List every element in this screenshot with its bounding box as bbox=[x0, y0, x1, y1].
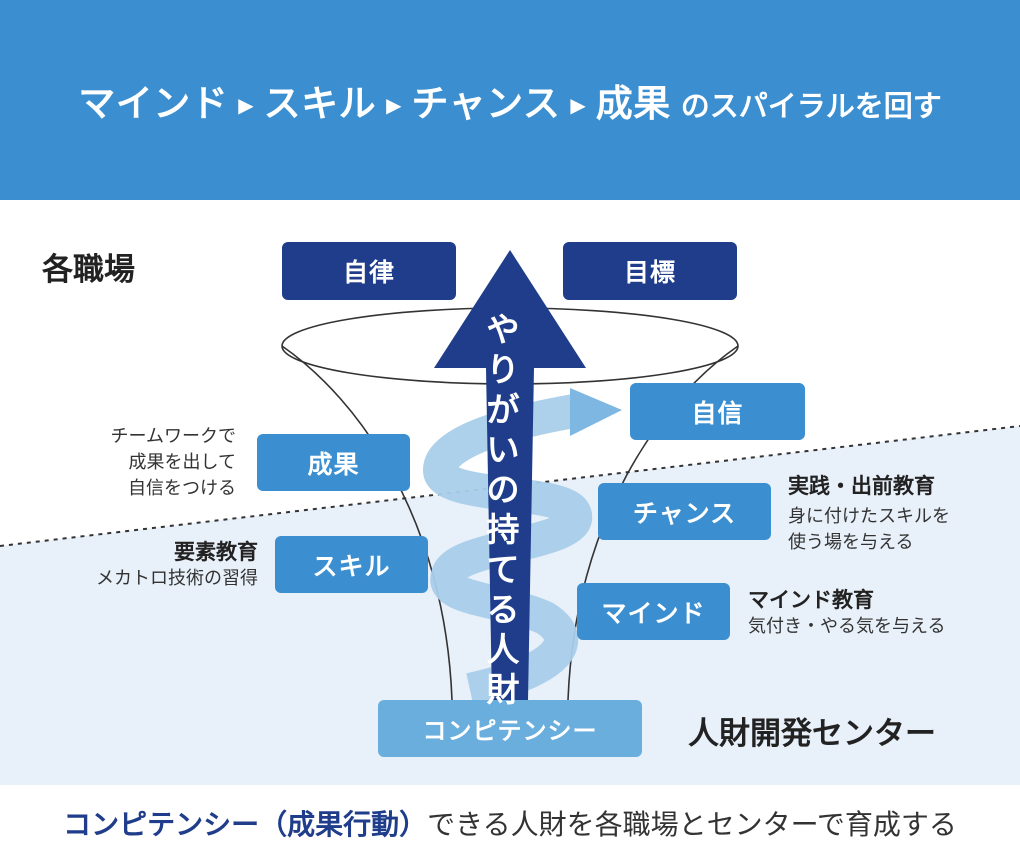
box-competency bbox=[378, 700, 642, 757]
element-education-note: 要素教育 メカトロ技術の習得 bbox=[40, 536, 258, 592]
growth-arrow bbox=[434, 250, 586, 700]
teamwork-note-line: チームワークで bbox=[110, 426, 236, 447]
step-skill: スキル bbox=[263, 82, 377, 125]
box-goal bbox=[563, 242, 737, 300]
step-separator-icon: ▶ bbox=[570, 93, 586, 117]
element-education-title: 要素教育 bbox=[174, 540, 258, 564]
workplace-zone-label: 各職場 bbox=[42, 252, 135, 288]
footer-rest: できる人財を各職場とセンターで育成する bbox=[427, 807, 957, 841]
box-result bbox=[257, 434, 410, 491]
step-result: 成果 bbox=[595, 82, 671, 125]
practice-education-body-line: 身に付けたスキルを bbox=[788, 506, 950, 527]
teamwork-note-line: 成果を出して bbox=[128, 452, 236, 473]
box-confidence bbox=[630, 383, 805, 440]
footer-caption: コンピテンシー（成果行動） できる人財を各職場とセンターで育成する bbox=[0, 785, 1020, 860]
box-chance bbox=[598, 483, 771, 540]
practice-education-body-line: 使う場を与える bbox=[788, 532, 914, 553]
step-mind: マインド bbox=[78, 82, 229, 125]
box-mind bbox=[577, 583, 730, 640]
step-separator-icon: ▶ bbox=[386, 93, 402, 117]
element-education-body: メカトロ技術の習得 bbox=[96, 568, 258, 589]
arrow-caption: やりがいの持てる人財 bbox=[486, 310, 520, 709]
header-banner: マインド ▶ スキル ▶ チャンス ▶ 成果 のスパイラルを回す bbox=[0, 0, 1020, 200]
practice-education-note: 実践・出前教育 身に付けたスキルを 使う場を与える bbox=[788, 470, 950, 556]
teamwork-note: チームワークで 成果を出して 自信をつける bbox=[60, 424, 236, 502]
step-separator-icon: ▶ bbox=[238, 93, 254, 117]
box-autonomy bbox=[282, 242, 456, 300]
mind-education-body: 気付き・やる気を与える bbox=[748, 616, 946, 637]
teamwork-note-line: 自信をつける bbox=[128, 478, 236, 499]
header-suffix: のスパイラルを回す bbox=[680, 89, 942, 123]
box-skill bbox=[275, 536, 428, 593]
footer-emphasis: コンピテンシー（成果行動） bbox=[63, 807, 428, 841]
header-title: マインド ▶ スキル ▶ チャンス ▶ 成果 のスパイラルを回す bbox=[78, 73, 942, 127]
center-zone-label: 人財開発センター bbox=[688, 716, 936, 752]
practice-education-title: 実践・出前教育 bbox=[788, 474, 935, 498]
step-chance: チャンス bbox=[411, 82, 561, 125]
mind-education-title: マインド教育 bbox=[748, 588, 874, 612]
mind-education-note: マインド教育 気付き・やる気を与える bbox=[748, 584, 945, 640]
